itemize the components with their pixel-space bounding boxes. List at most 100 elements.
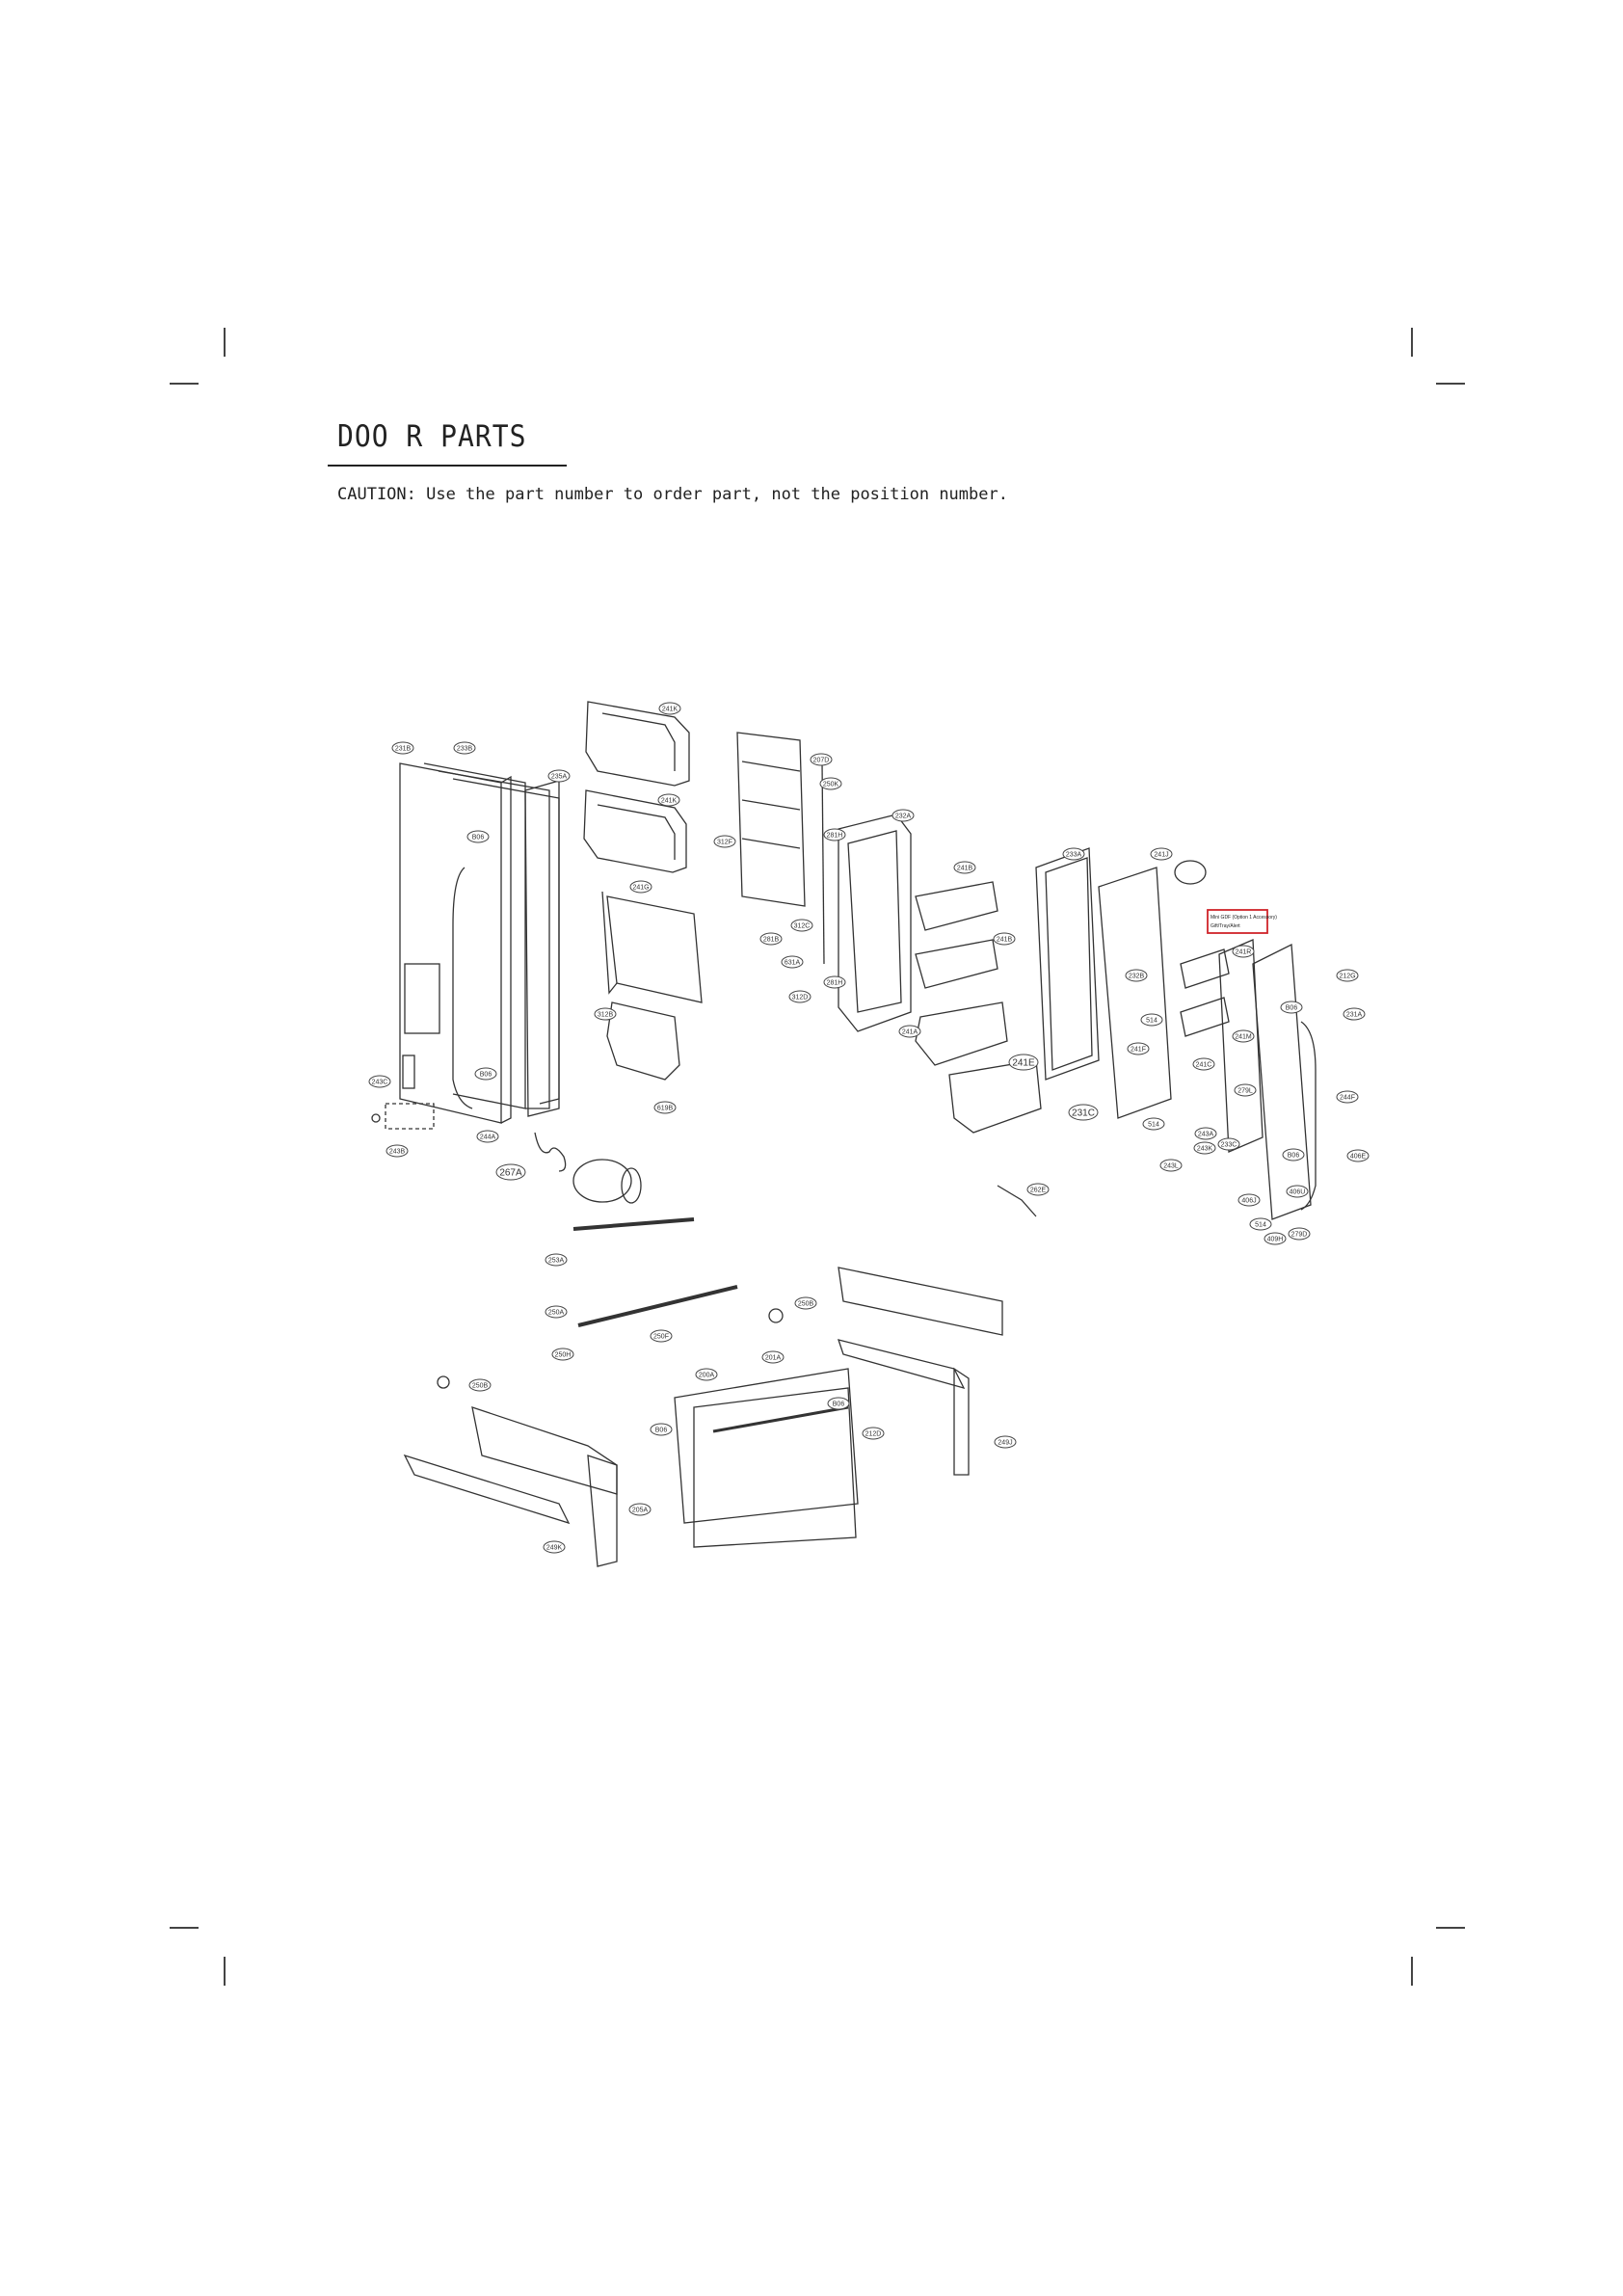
callout-bubble — [658, 702, 681, 715]
callout-bubble — [551, 1348, 574, 1361]
callout-label-279d: 279D — [1291, 1232, 1308, 1239]
callout-label-243a: 243A — [1198, 1132, 1214, 1138]
callout-label-233c: 233C — [1221, 1142, 1237, 1149]
callout-label-207d: 207D — [813, 758, 830, 764]
callout-label-232a: 232A — [895, 814, 912, 820]
drawer-front — [693, 1387, 857, 1548]
callout-label-244f: 244F — [1340, 1095, 1355, 1102]
callout-label-514c: 514 — [1255, 1222, 1266, 1229]
callout-label-514b: 514 — [1148, 1122, 1159, 1129]
callout-bubble — [466, 830, 490, 843]
right-door-liner — [1098, 867, 1172, 1119]
callout-label-406j: 406J — [1241, 1198, 1256, 1205]
callout-bubble — [1140, 1013, 1163, 1027]
callout-label-250f: 250F — [653, 1334, 669, 1341]
note-box — [1207, 909, 1268, 934]
callout-label-205a: 205A — [632, 1508, 649, 1514]
left-door-handle — [452, 867, 473, 1109]
callout-bubble — [653, 1101, 677, 1114]
callout-label-250a: 250A — [548, 1310, 565, 1317]
callout-bubble — [713, 835, 736, 848]
drawer-rail-right — [838, 1339, 966, 1390]
callout-label-281h_a: 281H — [827, 833, 843, 840]
callout-bubble — [1026, 1183, 1050, 1196]
callout-label-212d: 212D — [865, 1431, 882, 1438]
callout-label-312f: 312F — [717, 840, 732, 846]
right-door-bins — [1180, 948, 1230, 1037]
callout-bubble — [391, 741, 414, 755]
callout-label-235a: 235A — [551, 774, 568, 781]
callout-bubble — [1234, 1083, 1257, 1097]
callout-bubble — [650, 1423, 673, 1436]
crop-mark-tl-h — [170, 383, 199, 385]
callout-label-201a: 201A — [765, 1355, 782, 1362]
callout-bubble — [819, 777, 842, 790]
door-tray — [606, 895, 703, 1003]
callout-label-250k: 250K — [823, 782, 839, 788]
callout-label-249j: 249J — [998, 1440, 1012, 1447]
callout-label-241c: 241C — [1196, 1062, 1212, 1069]
crop-mark-bl-h — [170, 1927, 199, 1929]
callout-bubble — [594, 1007, 617, 1021]
callout-bubble — [1336, 1090, 1359, 1104]
hinge-243C — [402, 1055, 415, 1089]
callout-bubble — [810, 753, 833, 766]
callout-bubble — [823, 975, 846, 989]
callout-label-406e: 406E — [1350, 1154, 1367, 1161]
right-door-handle — [1300, 1021, 1317, 1211]
drawer-arm-right — [953, 1367, 970, 1476]
shelf-a — [915, 881, 998, 931]
callout-label-312d: 312D — [792, 995, 809, 1001]
dispenser-cover — [736, 732, 806, 907]
callout-label-267a: 267A — [499, 1168, 522, 1179]
callout-label-243c: 243C — [372, 1080, 388, 1086]
callout-bubble — [1192, 1057, 1215, 1071]
callout-bubble — [898, 1025, 921, 1038]
callout-bubble — [1286, 1185, 1309, 1198]
shelf-c — [915, 1001, 1008, 1066]
callout-label-244a: 244A — [480, 1135, 496, 1141]
callout-label-806b: B06 — [480, 1072, 492, 1079]
part-outlines — [371, 701, 1317, 1567]
callout-label-619b: 619B — [657, 1106, 674, 1112]
callout-bubble — [495, 1163, 526, 1181]
callout-label-212g: 212G — [1339, 974, 1355, 980]
callout-bubble — [1237, 1193, 1261, 1207]
water-tube — [821, 761, 825, 965]
callout-bubble — [628, 1503, 652, 1516]
callout-label-241a: 241A — [902, 1029, 918, 1036]
callout-label-241m: 241M — [1235, 1034, 1252, 1041]
callout-bubble — [543, 1540, 566, 1554]
callout-label-806d: B06 — [655, 1428, 668, 1434]
callout-label-243l: 243L — [1163, 1163, 1179, 1170]
drawer-arm-left — [587, 1455, 618, 1567]
cap-241J — [1174, 860, 1207, 885]
callout-label-241j: 241J — [1154, 852, 1168, 859]
callout-bubble — [1142, 1117, 1165, 1131]
callout-bubble — [650, 1329, 673, 1343]
bracket-243B — [385, 1103, 435, 1130]
door-frame-center — [838, 814, 912, 1032]
callout-label-241k_a: 241K — [662, 707, 678, 713]
drawer-slide-right — [838, 1267, 1003, 1336]
callout-bubble — [1288, 1227, 1311, 1241]
callout-bubble — [759, 932, 783, 946]
callout-bubble — [474, 1067, 497, 1081]
callout-bubble — [862, 1427, 885, 1440]
callout-label-233a: 233A — [1066, 852, 1082, 859]
callout-label-281b: 281B — [763, 937, 780, 944]
callout-bubble — [794, 1296, 817, 1310]
callout-label-808: B06 — [1288, 1153, 1300, 1160]
callout-bubble — [1008, 1054, 1039, 1071]
note-line-1: Mini GDF (Option 1 Accessory) — [1211, 915, 1277, 921]
callout-label-807: B06 — [472, 835, 485, 841]
callout-label-241b_a: 241B — [957, 866, 973, 872]
right-door-gasket-2 — [1218, 939, 1264, 1153]
callout-bubble — [781, 955, 804, 969]
left-door-inner — [452, 778, 560, 1105]
callout-bubble — [891, 809, 915, 822]
callout-bubble — [629, 880, 652, 894]
callout-bubble — [1343, 1007, 1366, 1021]
callout-bubble — [1336, 969, 1359, 982]
callout-label-262e: 262E — [1030, 1188, 1047, 1194]
